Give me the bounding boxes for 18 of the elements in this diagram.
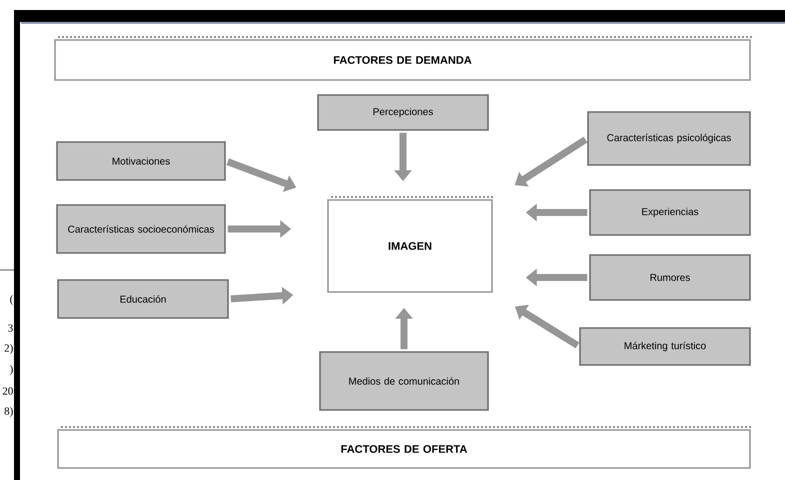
factor-box: Márketing turístico bbox=[579, 327, 751, 366]
header-bar: FACTORES DE OFERTA bbox=[57, 426, 752, 469]
text-fragment: 20 bbox=[2, 387, 13, 395]
text-fragment: 2) bbox=[4, 344, 13, 354]
factor-box: Motivaciones bbox=[56, 141, 226, 181]
text-fragment: 3 bbox=[8, 324, 13, 332]
factor-box: Rumores bbox=[589, 254, 751, 301]
factor-box: Medios de comunicación bbox=[319, 351, 489, 411]
text-fragment: ( bbox=[10, 295, 13, 305]
factor-box: Percepciones bbox=[317, 94, 489, 131]
factor-box: Experiencias bbox=[589, 189, 751, 236]
image-box: IMAGEN bbox=[327, 196, 494, 293]
factor-box: Educación bbox=[57, 279, 229, 319]
text-fragment: 8) bbox=[4, 407, 13, 417]
header-bar: FACTORES DE DEMANDA bbox=[54, 36, 752, 81]
factor-box: Características socioeconómicas bbox=[56, 204, 226, 254]
factor-box: Características psicológicas bbox=[587, 111, 751, 166]
text-fragment: ) bbox=[10, 365, 13, 375]
